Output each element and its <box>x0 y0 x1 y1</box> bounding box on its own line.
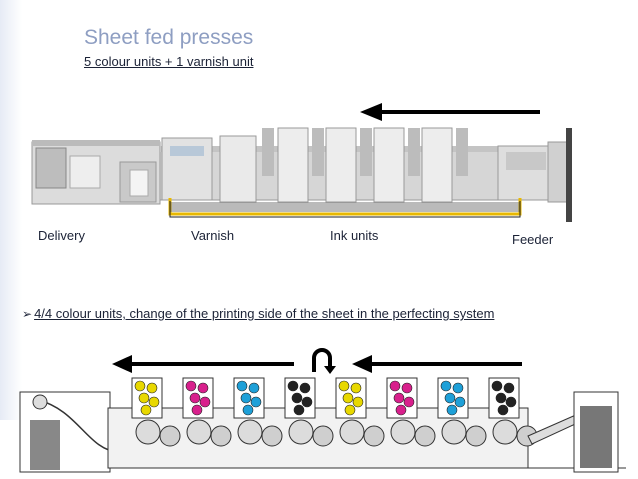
ink-tower-2 <box>277 127 324 203</box>
ink-unit-3 <box>233 377 283 447</box>
sheet-turning-arrow-icon <box>312 348 336 374</box>
ink-tower-5 <box>421 127 468 203</box>
ink-tower-4 <box>373 127 420 203</box>
feeder-unit <box>497 128 572 222</box>
ink-unit-7 <box>437 377 487 447</box>
slide-title: Sheet fed presses <box>84 26 254 49</box>
label-feeder: Feeder <box>512 232 554 247</box>
schematic-delivery <box>19 391 119 473</box>
ink-unit-2 <box>182 377 232 447</box>
platform-frame <box>168 198 522 218</box>
label-varnish: Varnish <box>191 228 235 243</box>
ink-unit-6 <box>386 377 436 447</box>
direction-arrow-left-icon-2 <box>352 355 522 373</box>
schematic-feeder <box>527 391 619 473</box>
direction-arrow-left-icon <box>112 355 294 373</box>
bullet-point: ➢4/4 colour units, change of the printin… <box>22 306 494 321</box>
ink-tower-1 <box>219 128 274 203</box>
ink-unit-5 <box>335 377 385 447</box>
ink-unit-4 <box>284 377 334 447</box>
arrow-bullet-icon: ➢ <box>22 307 33 321</box>
direction-arrow-left-icon <box>360 103 540 121</box>
sheet-fed-press-illustration <box>31 103 572 222</box>
ink-unit-1 <box>131 377 181 447</box>
ink-unit-8 <box>488 377 538 447</box>
ink-tower-3 <box>325 127 372 203</box>
label-delivery: Delivery <box>38 228 85 243</box>
left-decorative-band <box>0 0 22 420</box>
delivery-unit <box>31 140 161 205</box>
varnish-tower <box>161 137 213 201</box>
perfecting-press-schematic <box>19 348 626 473</box>
bullet-text: 4/4 colour units, change of the printing… <box>34 306 495 321</box>
label-ink-units: Ink units <box>330 228 379 243</box>
slide-subtitle: 5 colour units + 1 varnish unit <box>84 54 254 69</box>
